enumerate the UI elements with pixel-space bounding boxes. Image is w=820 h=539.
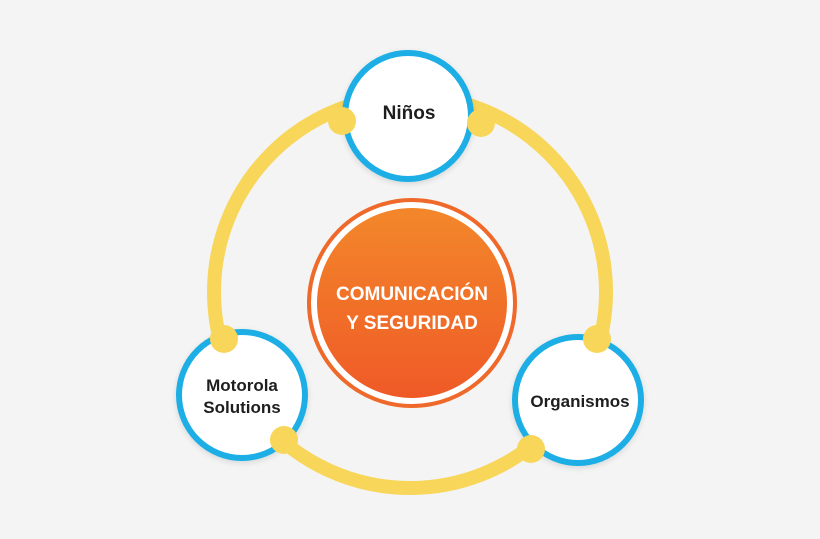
connector-dot	[467, 109, 495, 137]
node-left-label-line2: Solutions	[203, 398, 280, 417]
connector-dot	[270, 426, 298, 454]
connector-dot	[210, 325, 238, 353]
node-top-label: Niños	[383, 103, 436, 124]
center-node	[307, 198, 517, 408]
node-left	[176, 329, 308, 461]
connector-dot	[583, 325, 611, 353]
node-right-label: Organismos	[530, 392, 629, 411]
center-label-line2: Y SEGURIDAD	[346, 313, 478, 334]
connector-dot	[328, 107, 356, 135]
connector-dot	[517, 435, 545, 463]
node-right	[512, 334, 644, 466]
node-left-label-line1: Motorola	[206, 376, 278, 395]
center-label-line1: COMUNICACIÓN	[336, 283, 488, 305]
